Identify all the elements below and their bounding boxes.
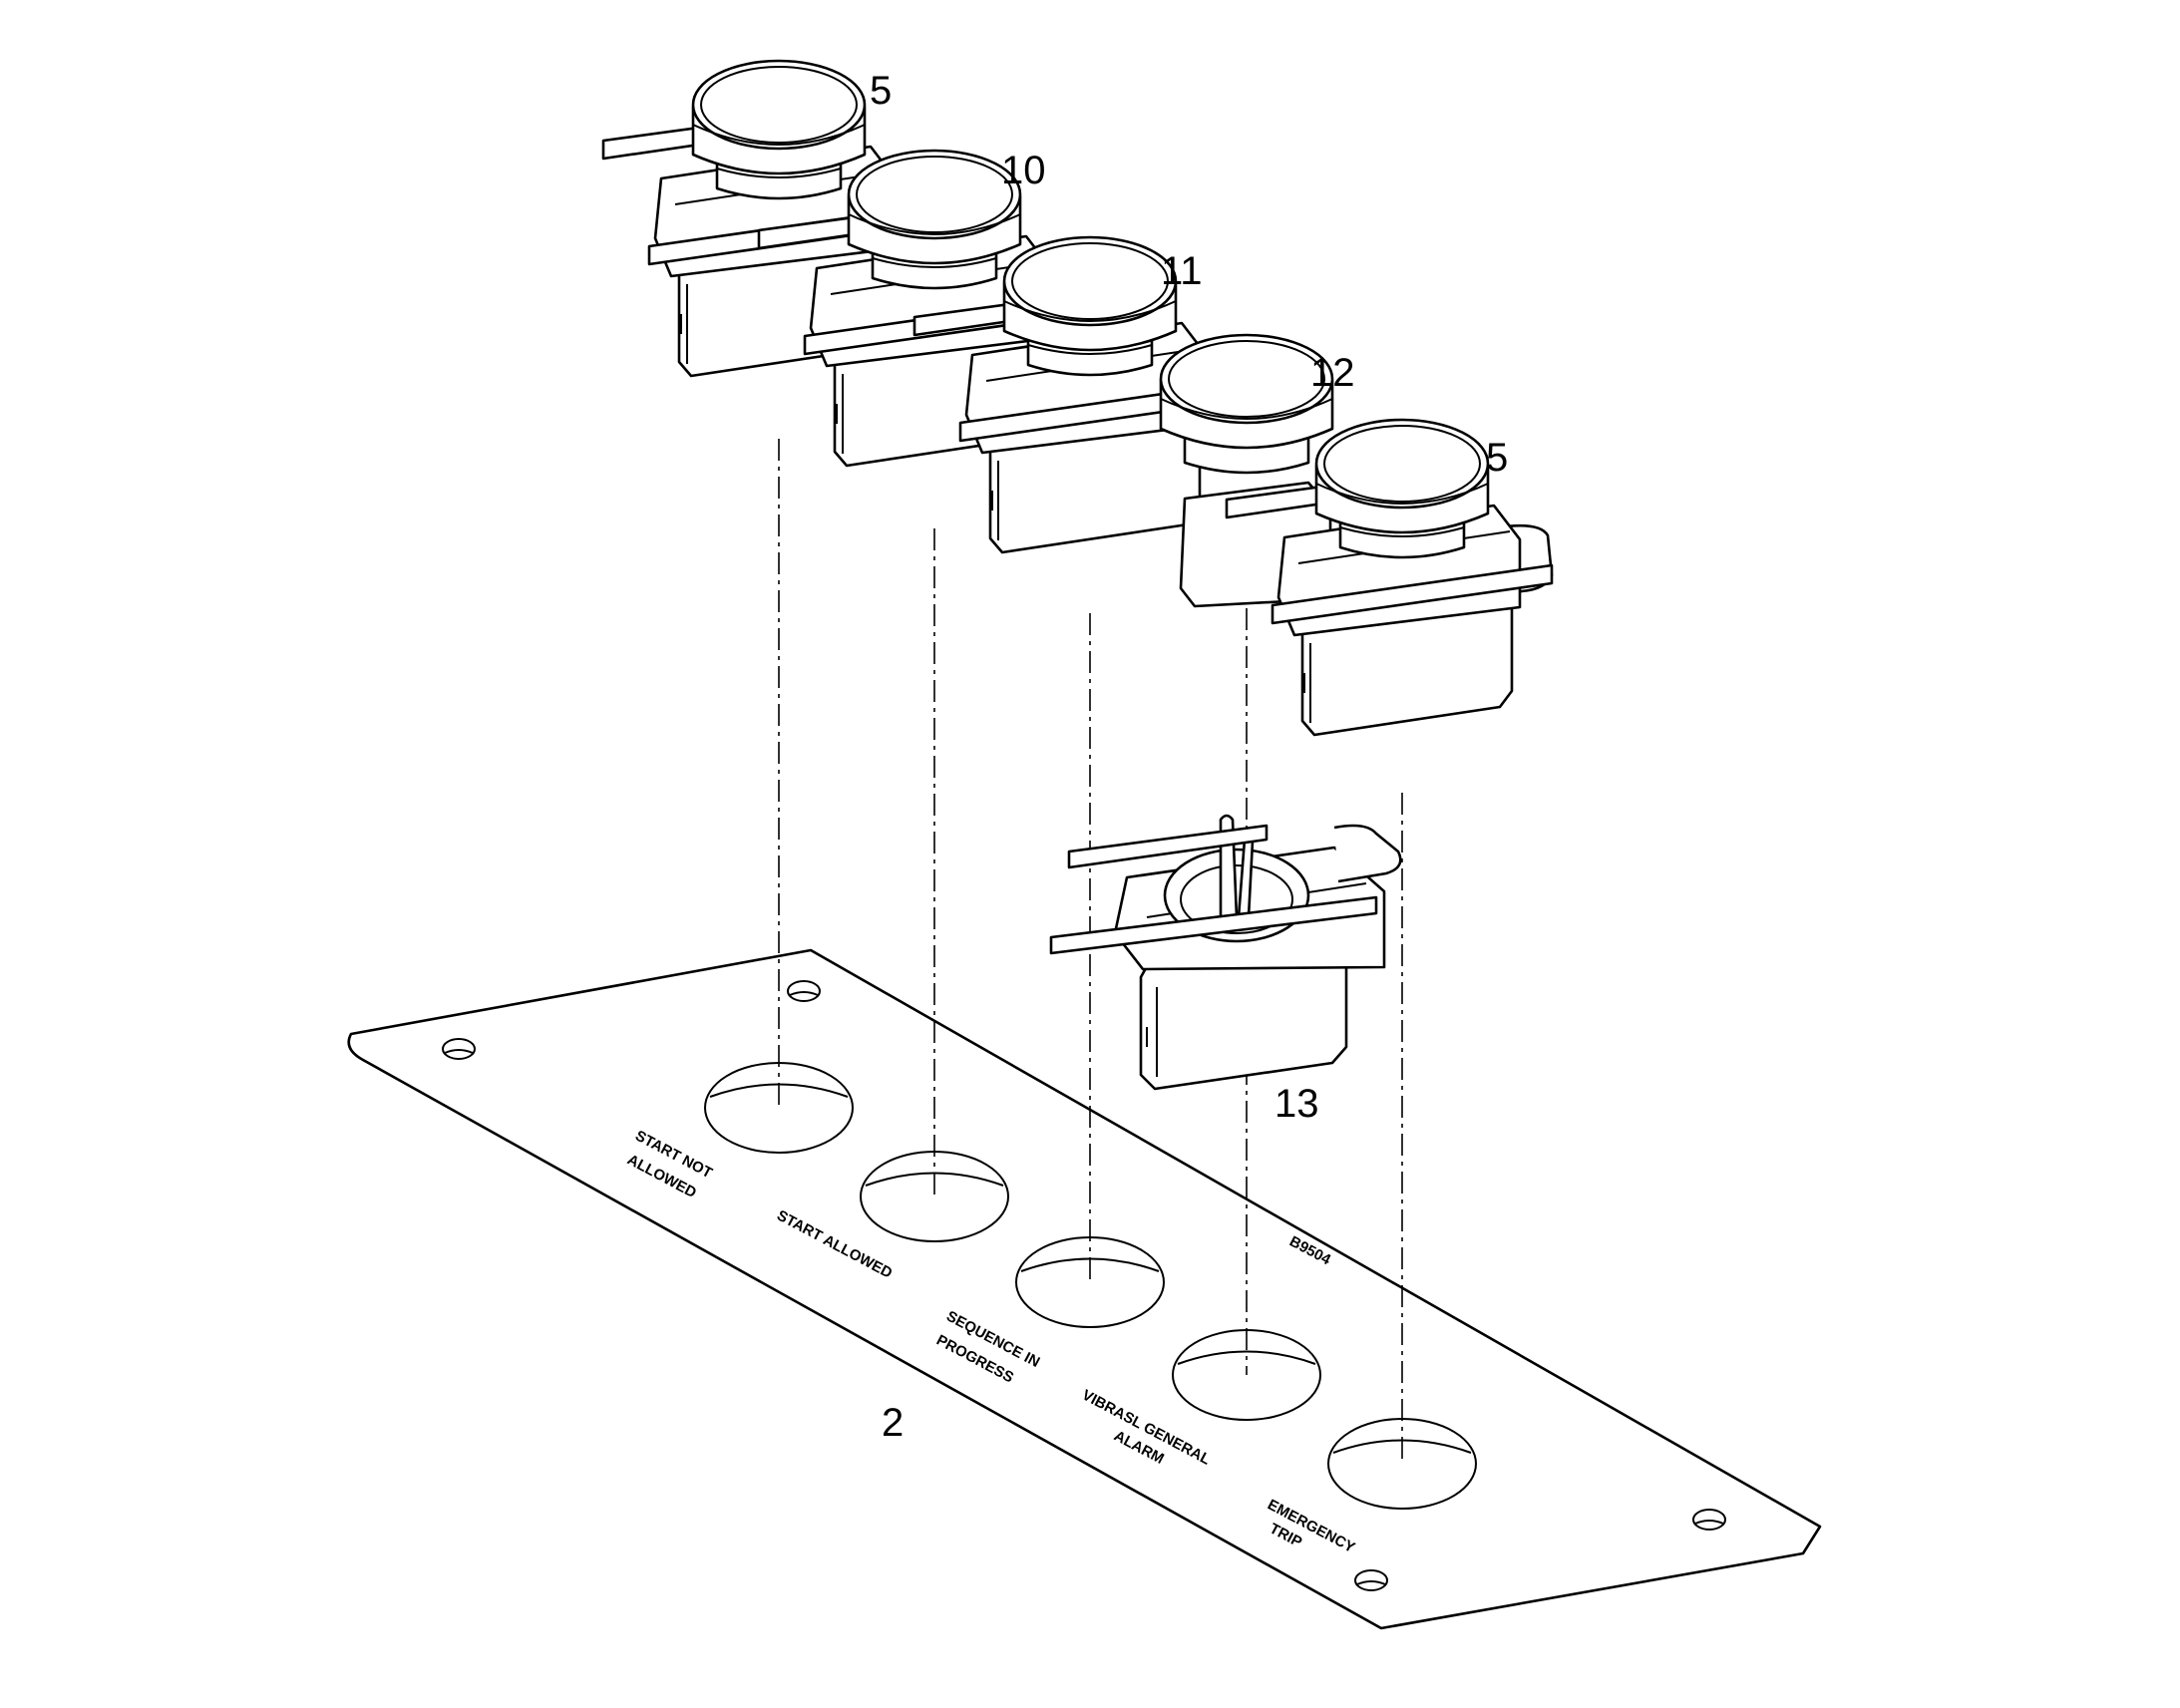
lamp-holder-assembly: [1049, 814, 1402, 1091]
callout-5-left: 5: [870, 69, 892, 113]
callout-11: 11: [1161, 249, 1203, 293]
callouts: 5 10 11 12 5 13 2: [870, 69, 1508, 1445]
panel-plate: START NOT ALLOWED START ALLOWED SEQUENCE…: [347, 948, 1822, 1630]
callout-10: 10: [1001, 149, 1046, 192]
mounting-hole: [1354, 1569, 1388, 1591]
mounting-hole: [1692, 1509, 1726, 1531]
callout-12: 12: [1310, 351, 1355, 395]
pilot-light-5: [1225, 418, 1554, 737]
callout-2: 2: [882, 1401, 904, 1445]
pilot-light-4: [1159, 333, 1334, 608]
mounting-hole: [442, 1038, 476, 1060]
mounting-hole: [787, 980, 821, 1002]
callout-13: 13: [1274, 1082, 1319, 1126]
callout-5-right: 5: [1486, 436, 1508, 480]
